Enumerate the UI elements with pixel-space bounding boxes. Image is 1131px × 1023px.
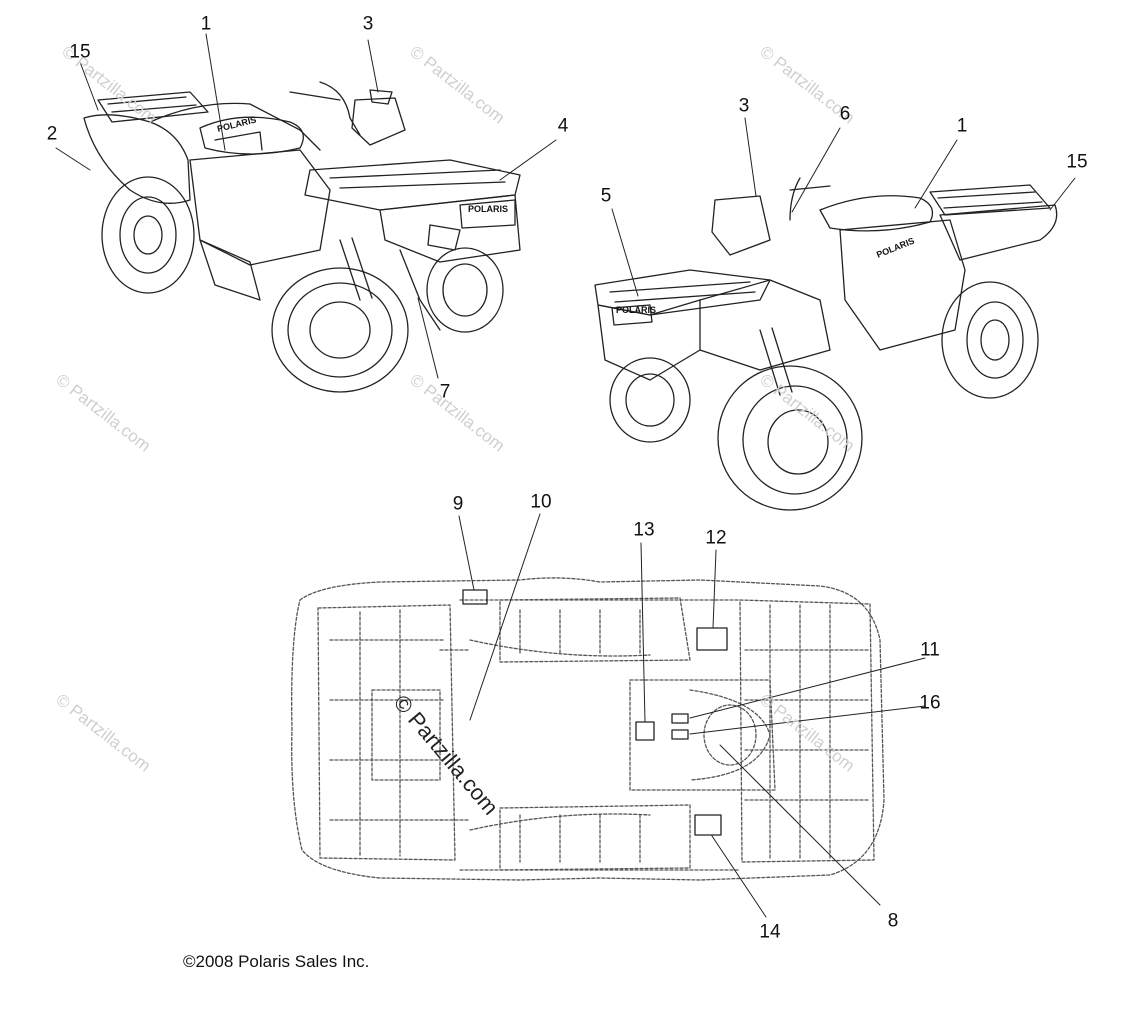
callout-14: 14 — [759, 921, 781, 943]
callout-3-right: 3 — [738, 95, 750, 117]
polaris-decal-front-left: POLARIS — [468, 204, 508, 214]
callout-9: 9 — [452, 493, 464, 515]
bottom-view-decals — [462, 589, 728, 836]
callout-12: 12 — [705, 527, 727, 549]
copyright-notice: ©2008 Polaris Sales Inc. — [183, 952, 370, 971]
atv-left-view — [83, 81, 521, 393]
callout-8: 8 — [887, 910, 899, 932]
atv-right-view — [594, 177, 1058, 511]
callout-1-left: 1 — [200, 13, 212, 35]
callout-13: 13 — [633, 519, 655, 541]
callout-3-left: 3 — [362, 13, 374, 35]
polaris-decal-side-right: POLARIS — [875, 236, 916, 260]
polaris-decal-front-right: POLARIS — [616, 305, 656, 315]
callout-4: 4 — [557, 115, 569, 137]
callout-16: 16 — [919, 692, 941, 714]
callout-1-right: 1 — [956, 115, 968, 137]
callout-15-right: 15 — [1066, 151, 1088, 173]
callout-5: 5 — [600, 185, 612, 207]
callout-11: 11 — [920, 639, 940, 661]
callout-2: 2 — [46, 123, 58, 145]
atv-bottom-view — [291, 577, 885, 881]
callout-15-left: 15 — [69, 41, 91, 63]
callout-7: 7 — [439, 381, 451, 403]
callout-6: 6 — [839, 103, 851, 125]
leader-lines — [55, 33, 1076, 918]
callout-10: 10 — [530, 491, 552, 513]
